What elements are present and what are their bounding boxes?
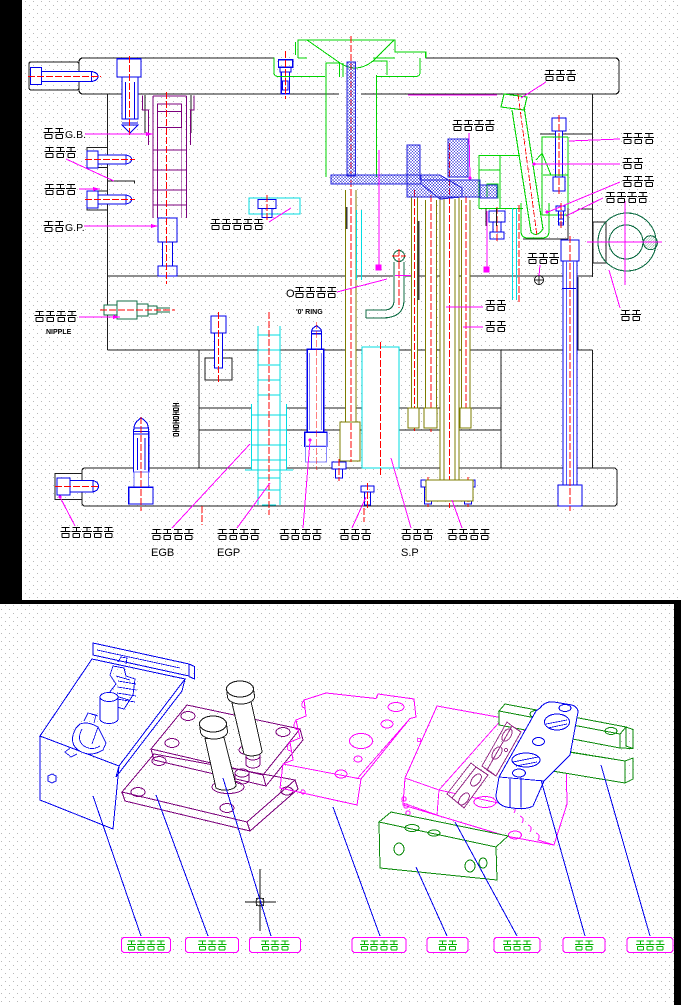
svg-text:G.P.: G.P. xyxy=(65,222,85,234)
svg-text:'0' RING: '0' RING xyxy=(296,309,323,316)
svg-text:EGP: EGP xyxy=(217,547,240,559)
svg-text:G.B.: G.B. xyxy=(65,129,86,141)
svg-text:NIPPLE: NIPPLE xyxy=(46,329,72,336)
svg-text:S.P: S.P xyxy=(401,547,419,559)
svg-text:O: O xyxy=(286,288,295,300)
svg-text:EGB: EGB xyxy=(151,547,174,559)
